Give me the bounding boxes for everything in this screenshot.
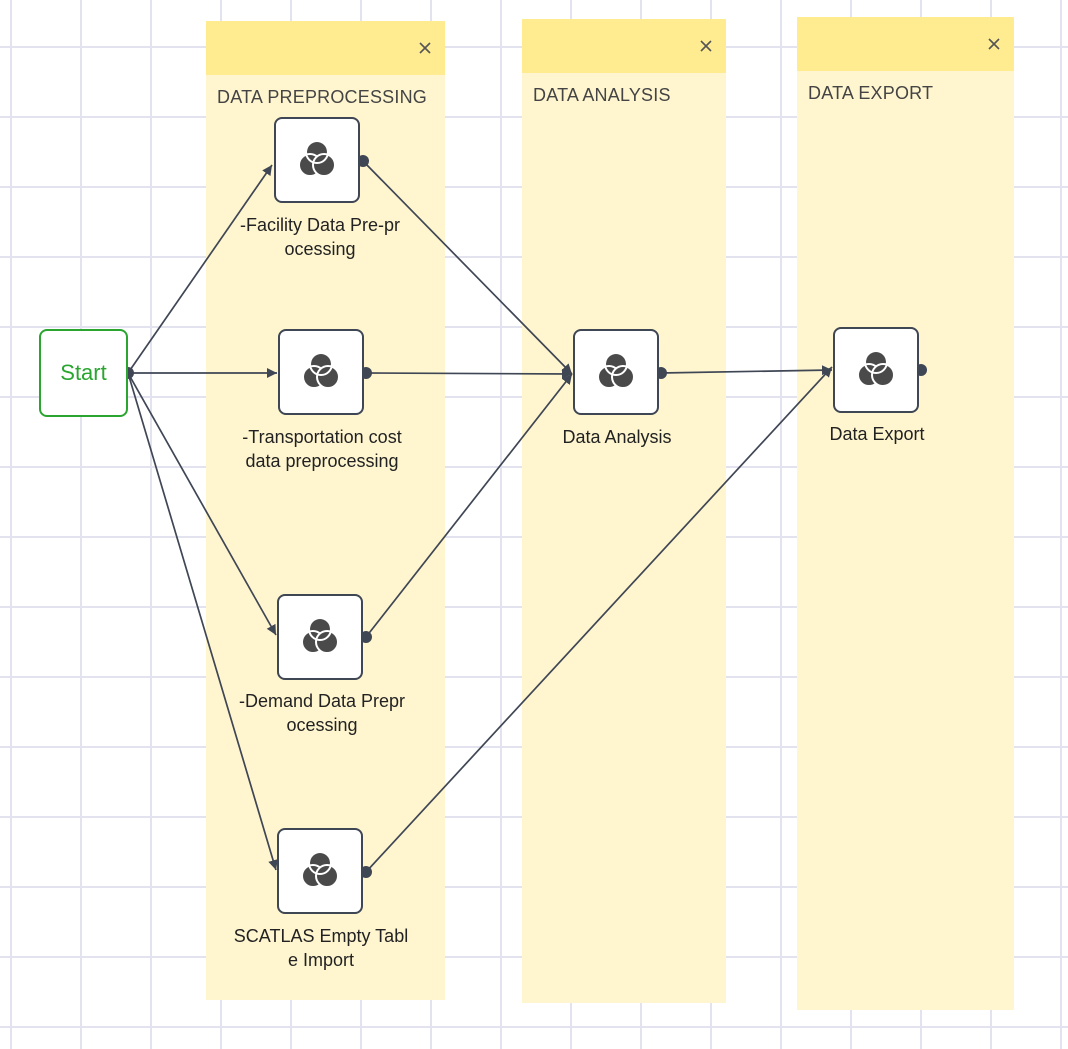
node-label: Data Export <box>782 422 972 446</box>
node-data-analysis[interactable] <box>573 329 659 415</box>
node-label: -Facility Data Pre-pr ocessing <box>225 213 415 261</box>
node-label-line: SCATLAS Empty Tabl <box>233 926 409 946</box>
port-dot[interactable] <box>360 866 372 878</box>
close-icon[interactable] <box>986 36 1002 52</box>
edge-facility-analysis[interactable] <box>362 160 573 375</box>
lane-data-analysis[interactable]: DATA ANALYSIS <box>522 19 726 1003</box>
node-label-line: -Transportation cost <box>242 427 402 447</box>
lane-title: DATA EXPORT <box>808 83 934 103</box>
edge-demand-analysis[interactable] <box>365 373 573 638</box>
node-label-line: e Import <box>287 950 355 970</box>
node-demand-data-preprocessing[interactable] <box>277 594 363 680</box>
three-circles-icon <box>597 352 635 389</box>
edge-scatlas-export[interactable] <box>365 366 833 873</box>
lane-header <box>797 17 1014 71</box>
edge-analysis-export[interactable] <box>660 365 833 376</box>
node-scatlas-empty-table-import[interactable] <box>277 828 363 914</box>
close-icon[interactable] <box>698 38 714 54</box>
node-label: -Demand Data Prepr ocessing <box>227 689 417 737</box>
edge-start-scatlas[interactable] <box>127 372 278 871</box>
start-node[interactable]: Start <box>39 329 128 417</box>
lane-title: DATA ANALYSIS <box>533 85 671 105</box>
three-circles-icon <box>857 350 895 387</box>
start-label: Start <box>60 360 107 385</box>
node-label-line: ocessing <box>284 239 356 259</box>
node-label-line: data preprocessing <box>245 451 399 471</box>
three-circles-icon <box>301 617 339 654</box>
three-circles-icon <box>298 140 336 177</box>
node-label-line: Data Analysis <box>562 427 672 447</box>
node-label: -Transportation cost data preprocessing <box>227 425 417 473</box>
node-label-line: ocessing <box>286 715 358 735</box>
node-label-line: Data Export <box>829 424 925 444</box>
edge-start-demand[interactable] <box>127 372 277 636</box>
edge-transport-analysis[interactable] <box>365 368 573 379</box>
edge-start-facility[interactable] <box>127 164 273 374</box>
node-label: Data Analysis <box>522 425 712 449</box>
close-icon[interactable] <box>417 40 433 56</box>
node-label-line: -Facility Data Pre-pr <box>239 215 401 235</box>
lane-data-export[interactable]: DATA EXPORT <box>797 17 1014 1010</box>
node-facility-data-preprocessing[interactable] <box>274 117 360 203</box>
port-dot[interactable] <box>360 631 372 643</box>
port-dot[interactable] <box>357 155 369 167</box>
lane-header <box>206 21 445 75</box>
lane-title: DATA PREPROCESSING <box>217 87 427 107</box>
three-circles-icon <box>301 851 339 888</box>
node-data-export[interactable] <box>833 327 919 413</box>
lane-header <box>522 19 726 73</box>
node-label-line: -Demand Data Prepr <box>238 691 406 711</box>
node-transportation-cost[interactable] <box>278 329 364 415</box>
node-label: SCATLAS Empty Tabl e Import <box>226 924 416 972</box>
three-circles-icon <box>302 352 340 389</box>
